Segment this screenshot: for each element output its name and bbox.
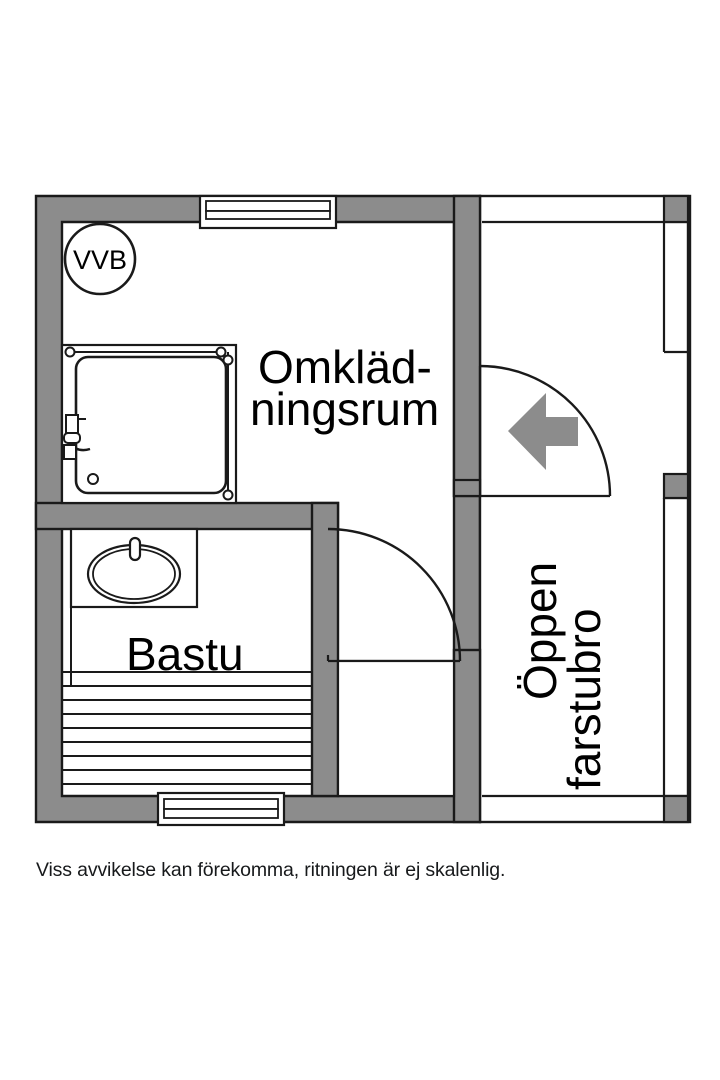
porch-post-bottom-right [662,794,690,824]
entry-jamb-top [452,478,482,498]
east-wall-upper [452,194,482,498]
room-label-bastu: Bastu [126,628,244,680]
shower-mixer-icon [63,414,91,460]
interior-wall-horizontal [34,501,340,531]
east-wall-lower [452,648,482,824]
interior-door-swing-arc [327,527,462,662]
entry-door-swing-arc [479,364,612,497]
shower-drain-icon [87,473,99,485]
porch-post-top-right [662,194,690,224]
small-room-outline [336,659,456,798]
washbasin [69,527,199,609]
entry-direction-arrow-icon [508,393,578,470]
room-label-omkladningsrum-line2: ningsrum [250,383,439,435]
plan-caption: Viss avvikelse kan förekomma, ritningen … [36,859,506,881]
room-label-omkladningsrum-line1: Omkläd- [258,341,432,393]
room-label-oppen-farstubro-line1: Öppen [514,562,566,700]
vvb-circle-icon [63,222,137,296]
water-heater-vvb: VVB [63,222,137,296]
porch-deck-outline [478,194,692,824]
entry-door [478,364,612,498]
porch-post-mid-right [662,472,690,500]
interior-wall-vertical [310,501,340,798]
shower-cabin [60,343,238,505]
window-top [198,194,338,230]
window-group [156,194,338,827]
room-labels: Omkläd- ningsrum Bastu Öppen farstubro [126,341,610,790]
washbasin-faucet-icon [128,536,142,562]
interior-door [326,527,462,663]
window-bottom [156,791,286,827]
wall-group [34,194,692,824]
shower-tray [74,355,228,495]
vvb-label: VVB [73,245,127,275]
sauna-benches [62,607,312,785]
room-label-oppen-farstubro-line2: farstubro [558,608,610,790]
